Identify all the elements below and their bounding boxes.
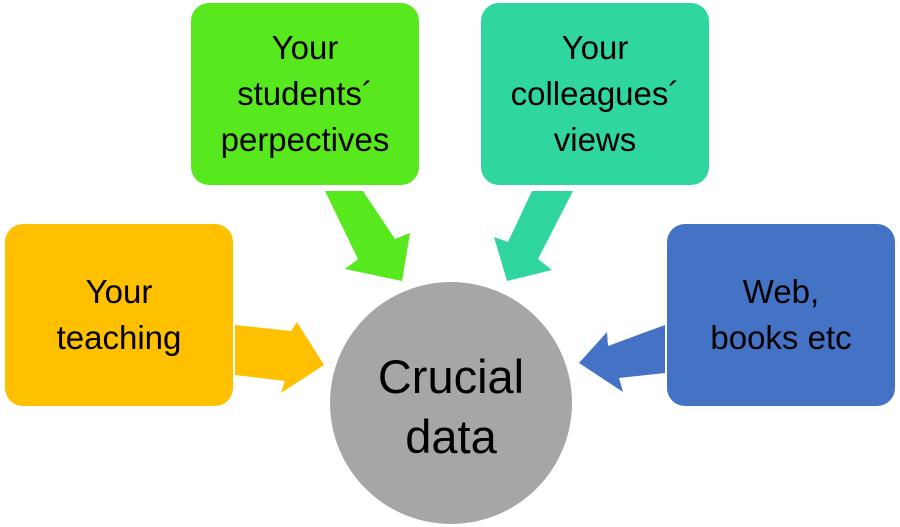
arrow-web-to-center: [579, 325, 665, 392]
node-colleagues-line2: colleagues´: [510, 75, 680, 112]
node-web-line2: books etc: [710, 319, 852, 356]
node-colleagues-line3: views: [553, 121, 637, 158]
node-crucial-data: Crucial data: [330, 282, 572, 524]
center-line1: Crucial: [377, 350, 525, 403]
node-your-students-perspectives: Your students´ perpectives: [191, 3, 419, 185]
center-line2: data: [405, 410, 497, 463]
node-web-books-etc: Web, books etc: [667, 224, 895, 406]
node-students-line2: students´: [237, 75, 373, 112]
arrow-teaching-to-center: [235, 322, 324, 393]
node-your-colleagues-views: Your colleagues´ views: [481, 3, 709, 185]
node-web-line1: Web,: [742, 273, 820, 310]
arrow-students-to-center: [325, 191, 410, 281]
node-teaching-line1: Your: [85, 273, 153, 310]
node-your-teaching: Your teaching: [5, 224, 233, 406]
arrow-colleagues-to-center: [494, 191, 573, 281]
node-teaching-line2: teaching: [56, 319, 182, 356]
node-students-line1: Your: [271, 29, 339, 66]
node-students-line3: perpectives: [220, 121, 390, 158]
node-colleagues-line1: Your: [561, 29, 629, 66]
